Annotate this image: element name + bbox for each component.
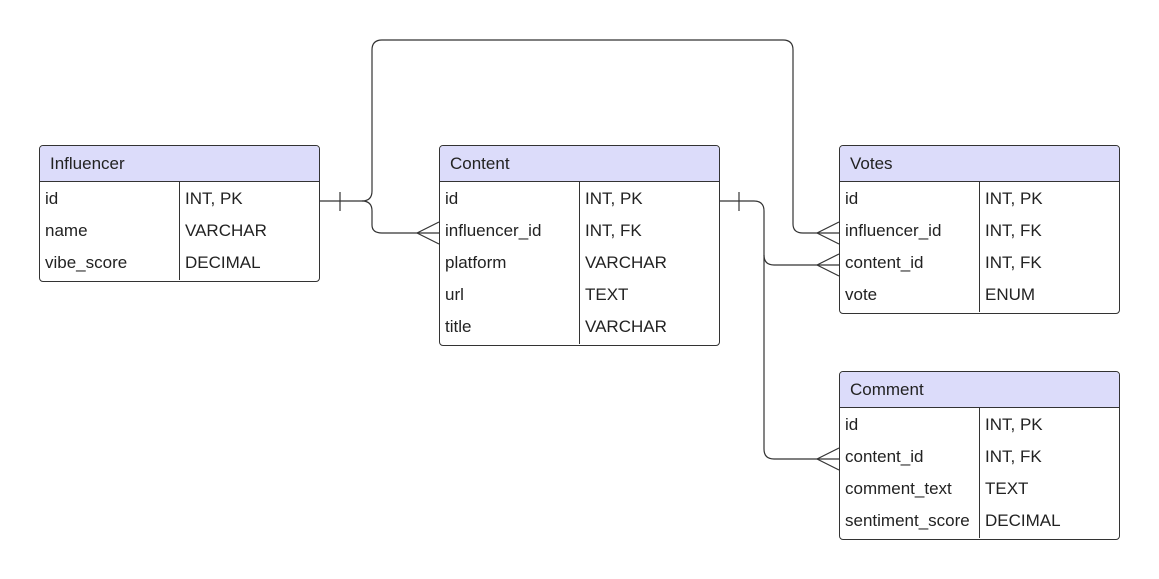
entity-comment[interactable]: Comment id INT, PK content_id INT, FK co… bbox=[839, 371, 1120, 540]
entity-header-influencer: Influencer bbox=[40, 146, 319, 182]
field-row[interactable]: platform VARCHAR bbox=[440, 248, 719, 280]
field-row[interactable]: vote ENUM bbox=[840, 280, 1119, 312]
field-row[interactable]: id INT, PK bbox=[440, 184, 719, 216]
field-name: influencer_id bbox=[845, 221, 942, 240]
field-name: platform bbox=[445, 253, 507, 272]
field-name: vote bbox=[845, 285, 878, 304]
field-type: INT, PK bbox=[185, 189, 243, 208]
field-type: TEXT bbox=[585, 285, 629, 304]
connector-influencer-votes[interactable] bbox=[361, 39, 839, 234]
field-name: id bbox=[45, 189, 59, 208]
field-row[interactable]: id INT, PK bbox=[40, 184, 319, 216]
field-name: sentiment_score bbox=[845, 511, 970, 530]
field-type: INT, FK bbox=[985, 253, 1042, 272]
entity-fields-influencer: id INT, PK name VARCHAR vibe_score DECIM… bbox=[40, 182, 319, 280]
field-row[interactable]: title VARCHAR bbox=[440, 312, 719, 344]
field-type: INT, PK bbox=[985, 189, 1043, 208]
entity-header-comment: Comment bbox=[840, 372, 1119, 408]
many-marker-content-votes bbox=[816, 253, 840, 277]
field-type: VARCHAR bbox=[585, 317, 667, 336]
field-name: influencer_id bbox=[445, 221, 542, 240]
many-marker-influencer-content bbox=[416, 221, 440, 245]
field-type: INT, FK bbox=[585, 221, 642, 240]
field-row[interactable]: id INT, PK bbox=[840, 410, 1119, 442]
field-type: INT, PK bbox=[985, 415, 1043, 434]
entity-votes[interactable]: Votes id INT, PK influencer_id INT, FK c… bbox=[839, 145, 1120, 314]
many-marker-influencer-votes bbox=[816, 221, 840, 245]
field-row[interactable]: vibe_score DECIMAL bbox=[40, 248, 319, 280]
many-marker-content-comment bbox=[816, 447, 840, 471]
entity-header-content: Content bbox=[440, 146, 719, 182]
field-row[interactable]: content_id INT, FK bbox=[840, 248, 1119, 280]
entity-influencer[interactable]: Influencer id INT, PK name VARCHAR vibe_… bbox=[39, 145, 320, 282]
entity-fields-comment: id INT, PK content_id INT, FK comment_te… bbox=[840, 408, 1119, 538]
field-type: INT, FK bbox=[985, 447, 1042, 466]
connector-influencer-content[interactable] bbox=[320, 200, 439, 234]
field-row[interactable]: content_id INT, FK bbox=[840, 442, 1119, 474]
field-row[interactable]: name VARCHAR bbox=[40, 216, 319, 248]
field-name: content_id bbox=[845, 253, 924, 272]
field-row[interactable]: id INT, PK bbox=[840, 184, 1119, 216]
field-name: vibe_score bbox=[45, 253, 128, 272]
field-row[interactable]: comment_text TEXT bbox=[840, 474, 1119, 506]
field-name: title bbox=[445, 317, 472, 336]
field-type: INT, PK bbox=[585, 189, 643, 208]
field-type: VARCHAR bbox=[185, 221, 267, 240]
field-name: name bbox=[45, 221, 88, 240]
field-type: DECIMAL bbox=[185, 253, 261, 272]
field-row[interactable]: url TEXT bbox=[440, 280, 719, 312]
field-name: content_id bbox=[845, 447, 924, 466]
field-type: DECIMAL bbox=[985, 511, 1061, 530]
connector-content-votes[interactable] bbox=[719, 200, 839, 266]
field-row[interactable]: influencer_id INT, FK bbox=[440, 216, 719, 248]
field-row[interactable]: influencer_id INT, FK bbox=[840, 216, 1119, 248]
field-type: ENUM bbox=[985, 285, 1036, 304]
entity-content[interactable]: Content id INT, PK influencer_id INT, FK… bbox=[439, 145, 720, 346]
connector-content-comment[interactable] bbox=[763, 255, 839, 460]
entity-header-votes: Votes bbox=[840, 146, 1119, 182]
field-row[interactable]: sentiment_score DECIMAL bbox=[840, 506, 1119, 538]
field-name: id bbox=[845, 415, 859, 434]
field-name: comment_text bbox=[845, 479, 952, 498]
field-name: id bbox=[445, 189, 459, 208]
field-type: TEXT bbox=[985, 479, 1029, 498]
entity-fields-votes: id INT, PK influencer_id INT, FK content… bbox=[840, 182, 1119, 312]
field-name: id bbox=[845, 189, 859, 208]
field-type: INT, FK bbox=[985, 221, 1042, 240]
field-type: VARCHAR bbox=[585, 253, 667, 272]
entity-fields-content: id INT, PK influencer_id INT, FK platfor… bbox=[440, 182, 719, 344]
field-name: url bbox=[445, 285, 464, 304]
